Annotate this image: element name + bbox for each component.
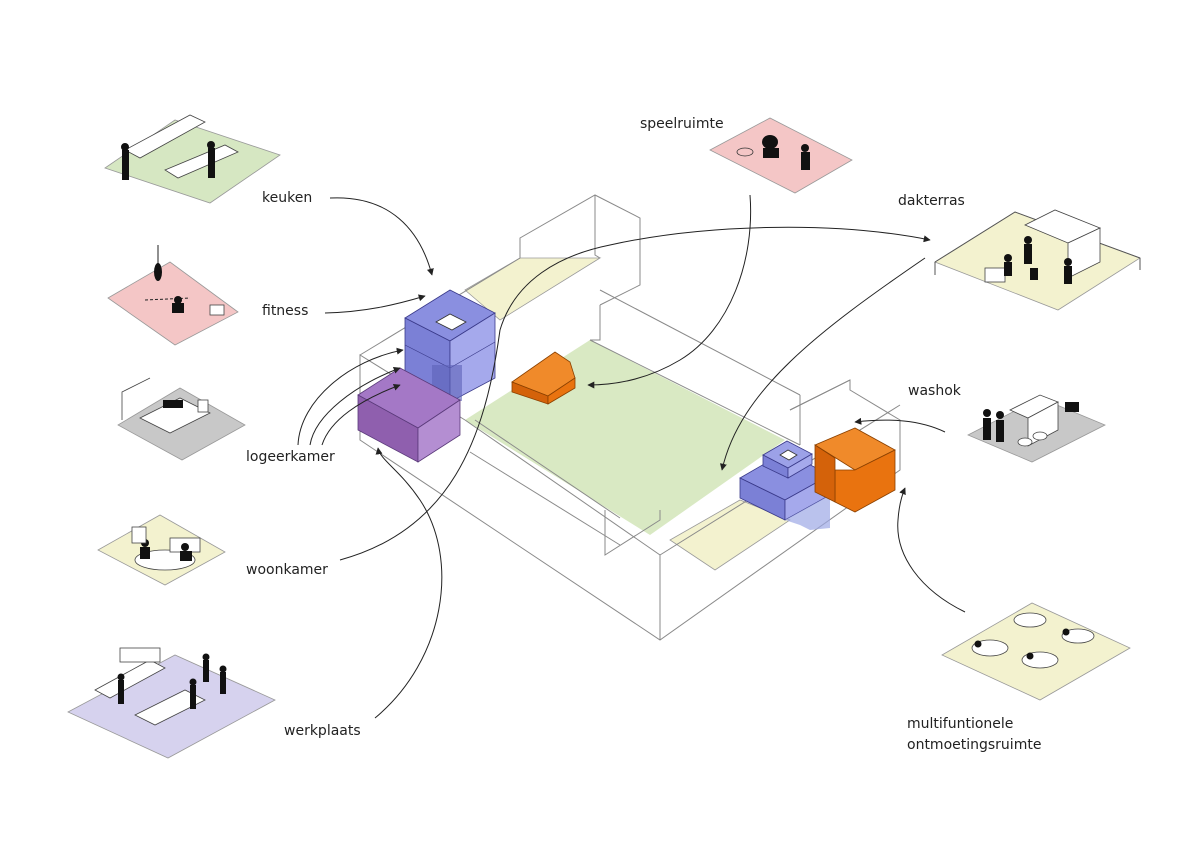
arrow-logeerkamer-1 (297, 347, 404, 446)
orange-block-center-side (547, 377, 576, 405)
arrow-washok (854, 417, 946, 433)
central-building (357, 194, 901, 641)
ontmoetingsruimte-vignette (941, 602, 1131, 701)
label-speelruimte: speelruimte (640, 116, 724, 132)
washok-vignette (967, 394, 1106, 463)
arrow-speelruimte (587, 194, 752, 389)
arrow-logeerkamer-3 (321, 383, 401, 446)
arrow-woonkamer (339, 226, 931, 561)
label-dakterras: dakterras (898, 193, 965, 209)
orange-block-right-left (814, 444, 836, 503)
label-fitness: fitness (262, 303, 309, 319)
label-multifuntionele: multifuntionele (907, 716, 1014, 732)
label-ontmoetingsruimte: ontmoetingsruimte (907, 737, 1042, 753)
washok-small-tower-right (787, 453, 813, 479)
fitness-vignette (107, 245, 239, 346)
arrow-keuken (329, 197, 434, 276)
label-woonkamer: woonkamer (246, 562, 328, 578)
arrow-werkplaats (374, 447, 443, 719)
woonkamer-vignette (97, 514, 226, 586)
label-logeerkamer: logeerkamer (246, 449, 335, 465)
keuken-vignette (104, 114, 281, 204)
logeerkamer-vignette (117, 377, 246, 461)
arrow-dakterras (719, 257, 926, 471)
label-werkplaats: werkplaats (284, 723, 361, 739)
label-washok: washok (908, 383, 961, 399)
logeerkamer-block-right (417, 399, 461, 463)
arrow-multi (897, 487, 966, 613)
arrows (297, 194, 966, 719)
arrow-fitness (324, 294, 426, 314)
arrow-logeerkamer-2 (309, 366, 401, 446)
fitness-block-hatch (435, 313, 467, 331)
speelruimte-vignette (709, 117, 853, 194)
dakterras-vignette (934, 209, 1141, 311)
werkplaats-vignette (67, 647, 276, 759)
label-keuken: keuken (262, 190, 313, 206)
